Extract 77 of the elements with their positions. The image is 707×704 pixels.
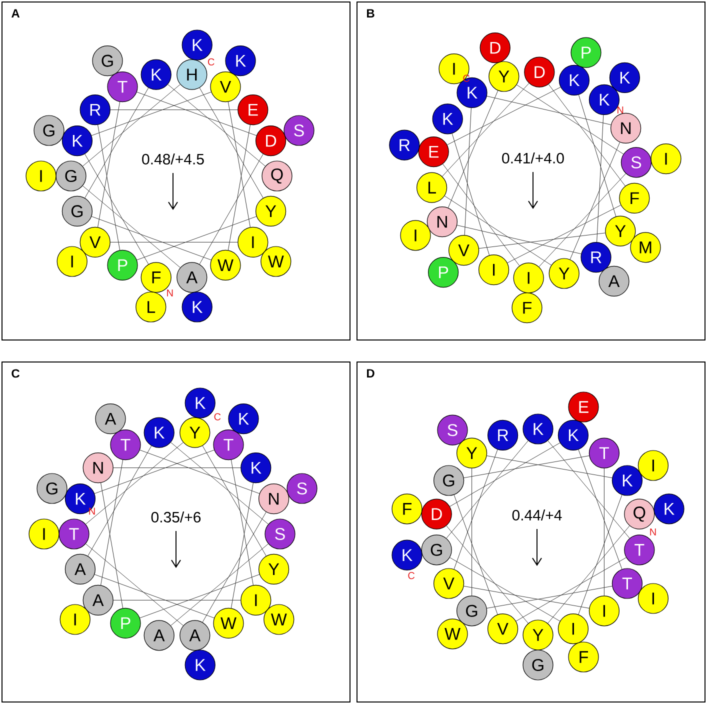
value-label: 0.44/+4 xyxy=(512,510,562,520)
helix-line xyxy=(136,216,257,260)
helix-line xyxy=(230,460,254,586)
helix-line xyxy=(140,450,260,494)
helix-line xyxy=(85,442,184,524)
helix-line xyxy=(228,102,250,228)
helix-line xyxy=(456,225,582,254)
helix-line xyxy=(464,586,590,608)
value-label: 0.35/+6 xyxy=(151,512,201,522)
helix-line xyxy=(84,154,149,264)
terminus-label: C xyxy=(214,413,221,420)
terminus-label: C xyxy=(208,58,214,66)
terminus-label: C xyxy=(408,572,415,580)
helix-line xyxy=(98,102,120,228)
helix-line xyxy=(538,173,626,267)
helix-line xyxy=(136,92,257,136)
helix-line xyxy=(548,440,630,538)
helix-line xyxy=(478,232,606,249)
helix-line xyxy=(486,96,612,125)
value-label: 0.48/+4.5 xyxy=(142,154,204,164)
helix-line xyxy=(140,574,260,618)
helix-line xyxy=(444,196,552,266)
helix-line xyxy=(88,446,152,556)
panel-letter: B xyxy=(367,9,374,18)
helix-line xyxy=(570,142,620,260)
helix-line xyxy=(170,544,269,626)
helix-line xyxy=(170,442,269,524)
helix-line xyxy=(596,114,604,242)
helix-line xyxy=(446,440,528,538)
helix-line xyxy=(578,449,622,570)
helix-line xyxy=(91,216,212,260)
helix-line xyxy=(199,154,264,264)
helix-line xyxy=(452,133,490,256)
helix-line xyxy=(100,482,124,608)
helix-line xyxy=(548,526,630,624)
helix-line xyxy=(464,108,472,236)
helix-line xyxy=(98,124,120,250)
helix-line xyxy=(84,88,149,198)
helix-line xyxy=(454,494,498,615)
helix-line xyxy=(199,88,264,198)
helix-line xyxy=(442,83,530,177)
helix-line xyxy=(578,494,622,615)
value-label: 0.41/+4.0 xyxy=(502,152,564,164)
helix-line xyxy=(85,544,184,626)
panel-letter: C xyxy=(12,369,20,378)
helix-line xyxy=(230,482,254,608)
helix-line xyxy=(91,92,212,136)
helix-line xyxy=(450,442,560,507)
terminus-label: C xyxy=(463,74,470,82)
panel-letter: A xyxy=(12,9,20,18)
helix-line xyxy=(202,512,266,622)
helix-line xyxy=(82,186,180,268)
helix-line xyxy=(94,450,214,494)
helix-line xyxy=(228,124,250,250)
helix-line xyxy=(446,526,528,624)
terminus-label: N xyxy=(89,508,95,515)
helix-line xyxy=(447,86,561,146)
helix-line xyxy=(516,84,624,154)
helix-line xyxy=(82,84,180,166)
helix-line xyxy=(100,460,124,586)
helix-line xyxy=(516,557,626,622)
helix-line xyxy=(507,204,622,264)
panel-letter: D xyxy=(367,369,374,378)
helix-line xyxy=(578,94,616,217)
helix-line xyxy=(486,456,612,478)
helix-line xyxy=(486,586,612,608)
helix-line xyxy=(168,84,266,166)
helix-line xyxy=(548,84,626,186)
helix-line xyxy=(464,456,590,478)
helix-line xyxy=(442,164,520,266)
terminus-label: N xyxy=(618,106,624,114)
helix-line xyxy=(454,449,498,570)
terminus-label: N xyxy=(650,528,656,536)
helix-line xyxy=(94,574,214,618)
helix-line xyxy=(448,90,498,208)
helix-line xyxy=(450,557,560,622)
helix-line xyxy=(202,446,266,556)
